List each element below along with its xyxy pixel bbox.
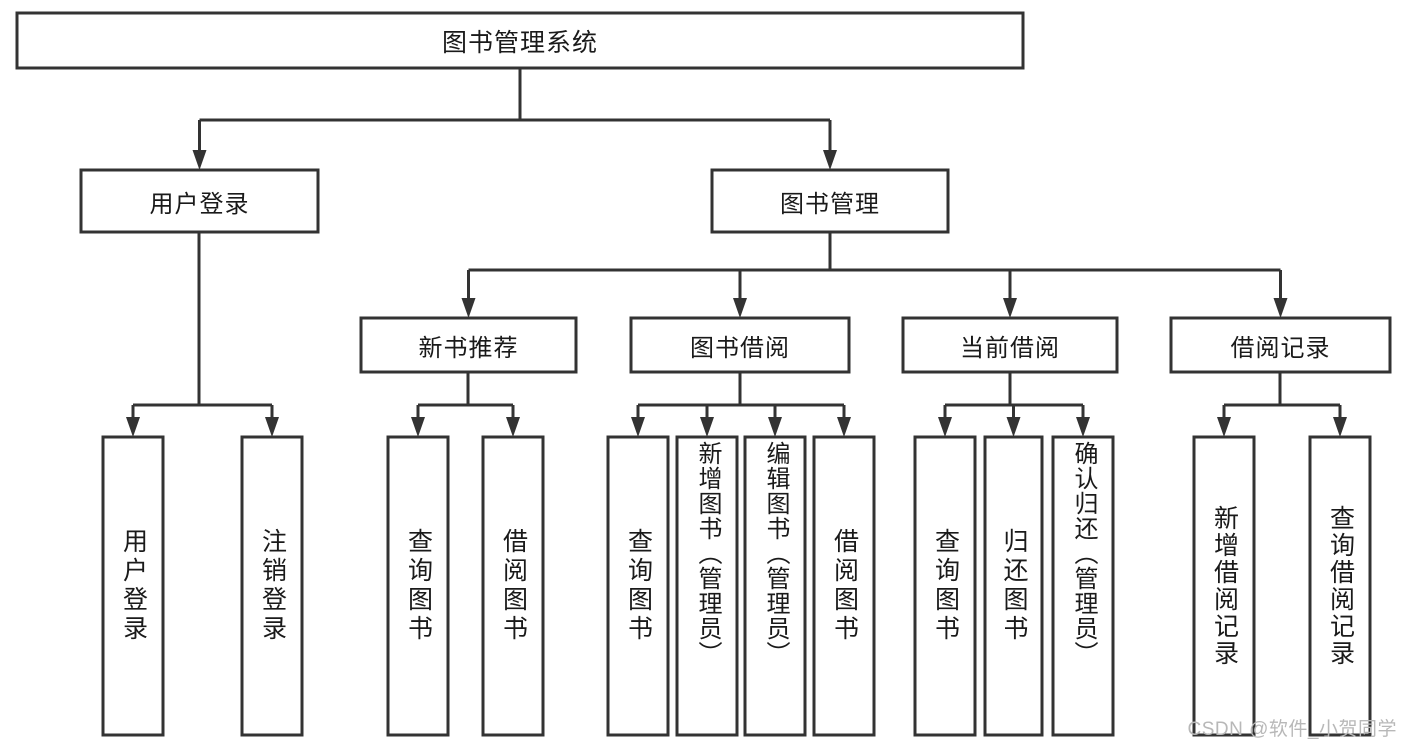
node-box [1308,435,1372,737]
node-box [812,435,876,737]
node-box [1192,435,1256,737]
node-leaf-user-login[interactable] [101,435,165,737]
node-leaf-query-book-2[interactable] [606,435,670,737]
node-box [386,435,450,737]
node-leaf-confirm-return[interactable] [1051,435,1115,737]
connector-arrow-icon [265,417,279,437]
connector-arrow-icon [1003,298,1017,318]
node-box [79,168,320,234]
node-box [983,435,1044,737]
node-leaf-query-book-3[interactable] [913,435,977,737]
node-leaf-edit-book[interactable] [743,435,807,737]
connector-arrow-icon [126,417,140,437]
node-user-login[interactable] [79,168,320,234]
connector-arrow-icon [411,417,425,437]
node-box [710,168,950,234]
node-leaf-query-record[interactable] [1308,435,1372,737]
node-box [743,435,807,737]
node-box [675,435,739,737]
connector-arrow-icon [1006,417,1021,437]
connector-arrow-icon [938,417,952,437]
node-box [1051,435,1115,737]
node-leaf-logout[interactable] [240,435,304,737]
node-leaf-borrow-book-1[interactable] [481,435,545,737]
node-box [481,435,545,737]
node-leaf-query-book-1[interactable] [386,435,450,737]
connector-arrow-icon [1217,417,1231,437]
node-box [240,435,304,737]
node-book-manage[interactable] [710,168,950,234]
node-box [359,316,578,374]
node-leaf-add-book[interactable] [675,435,739,737]
node-box [629,316,851,374]
node-current-borrow[interactable] [901,316,1119,374]
watermark-text: CSDN @软件_小贺同学 [1187,719,1397,740]
connector-arrow-icon [733,298,747,318]
node-leaf-return-book[interactable] [983,435,1044,737]
node-leaf-borrow-book-2[interactable] [812,435,876,737]
connector-arrow-icon [823,150,837,170]
node-root[interactable] [15,11,1025,70]
node-borrow-record[interactable] [1169,316,1392,374]
connector-arrow-icon [837,417,851,437]
node-box [101,435,165,737]
connector-arrow-icon [700,417,714,437]
connector-arrow-icon [192,150,207,170]
node-box [901,316,1119,374]
connector-arrow-icon [768,417,782,437]
node-box [15,11,1025,70]
connector-arrow-icon [631,417,645,437]
connector-arrow-icon [1076,417,1090,437]
connector-arrow-icon [1333,417,1347,437]
node-box [606,435,670,737]
node-leaf-add-record[interactable] [1192,435,1256,737]
connector-arrow-icon [461,298,476,318]
node-book-borrow[interactable] [629,316,851,374]
connector-arrow-icon [506,417,520,437]
node-box [913,435,977,737]
node-new-book-rec[interactable] [359,316,578,374]
connector-arrow-icon [1273,298,1288,318]
node-box [1169,316,1392,374]
